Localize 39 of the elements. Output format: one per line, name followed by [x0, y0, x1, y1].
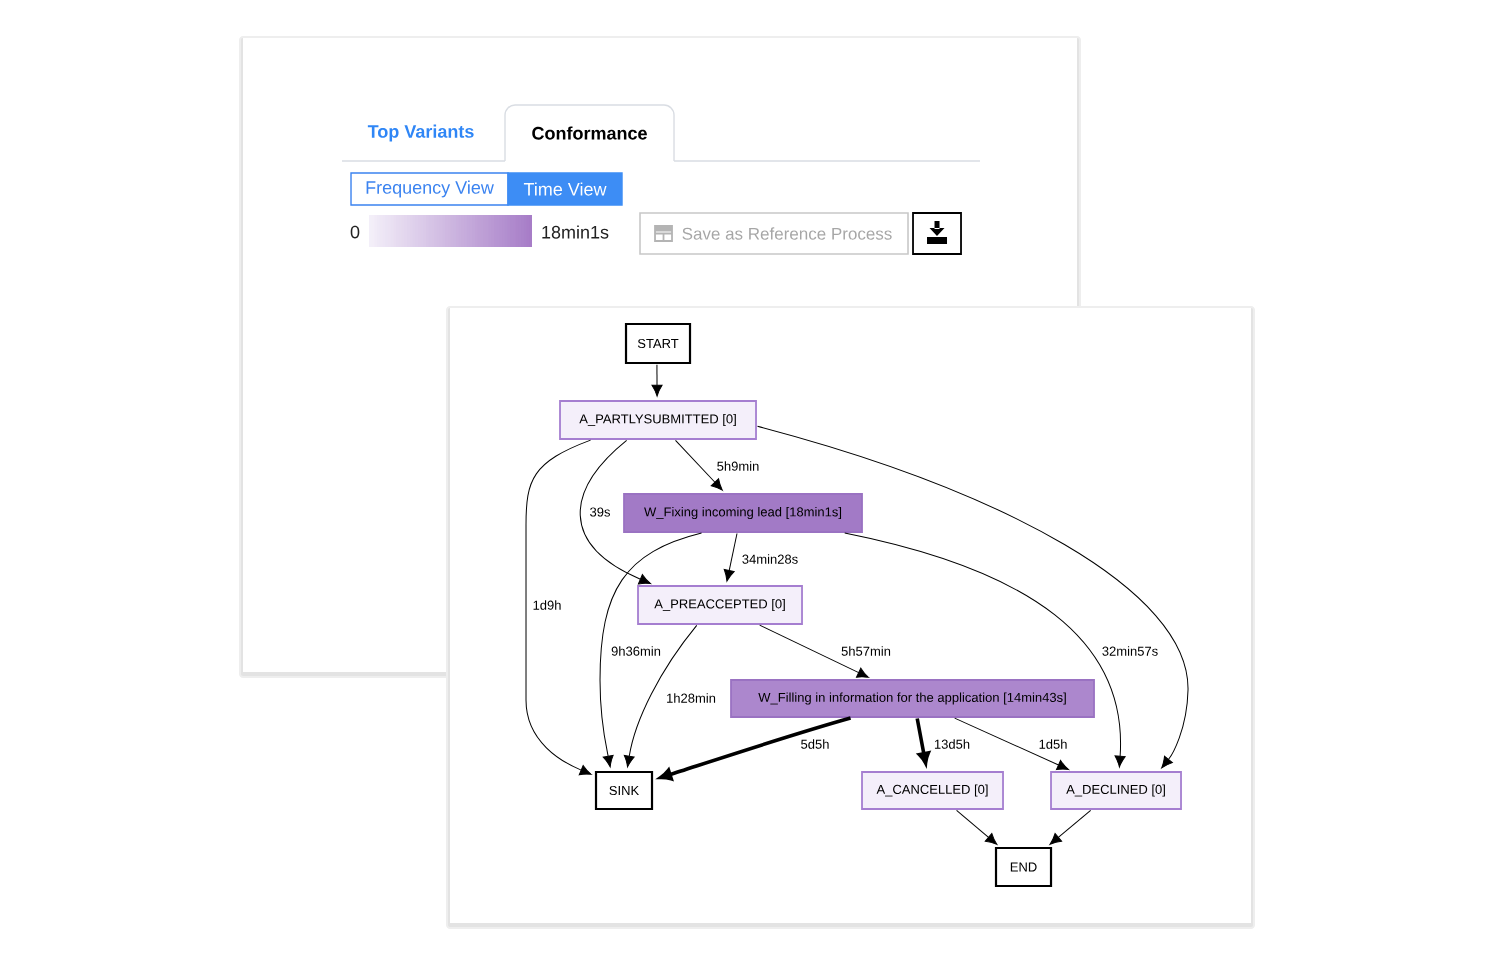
tab-label: Top Variants: [367, 124, 474, 142]
edge-label: 5h57min: [839, 644, 893, 658]
save-button: Save as Reference Process: [639, 212, 909, 255]
arrow: [675, 439, 723, 491]
edge-label: 9h36min: [609, 644, 663, 658]
edge-label: 1d5h: [1036, 737, 1070, 751]
arrow: [579, 439, 651, 585]
tab: Conformance: [504, 104, 675, 162]
activity-box: A_PARTLYSUBMITTED [0]: [559, 400, 757, 440]
arrow: [1049, 809, 1092, 845]
toggle-button: Frequency View: [350, 172, 509, 206]
arrow: [759, 624, 869, 678]
edge-label: 39s: [587, 505, 613, 519]
edge-label: 32min57s: [1099, 644, 1161, 658]
activity-box: W_Fixing incoming lead [18min1s]: [623, 493, 863, 533]
terminal-box: END: [994, 846, 1053, 888]
activity-box: W_Filling in information for the application [14min43s]: [730, 679, 1095, 718]
arrow: [623, 624, 698, 768]
activity-box: A_PREACCEPTED [0]: [637, 585, 803, 625]
arrow: [723, 533, 738, 582]
edge-label: 13d5h: [931, 737, 973, 751]
arrow: [525, 439, 592, 776]
arrow: [954, 717, 1069, 771]
scale-label: 18min1s: [542, 225, 609, 239]
edge-label: 1h28min: [664, 691, 718, 705]
arrow: [956, 809, 998, 845]
scale-label: 0: [350, 225, 360, 239]
edge-label: 1d9h: [530, 598, 564, 612]
terminal-box: START: [624, 322, 692, 365]
arrow: [757, 425, 1189, 769]
terminal-box: SINK: [594, 770, 654, 811]
arrow: [651, 364, 663, 397]
activity-box: A_CANCELLED [0]: [861, 771, 1004, 810]
edge-label: 34min28s: [739, 552, 801, 566]
arrow: [844, 532, 1126, 768]
activity-box: A_DECLINED [0]: [1050, 771, 1182, 810]
arrow: [599, 532, 703, 768]
edge-label: 5h9min: [714, 459, 762, 473]
toggle-button: Time View: [507, 172, 623, 206]
